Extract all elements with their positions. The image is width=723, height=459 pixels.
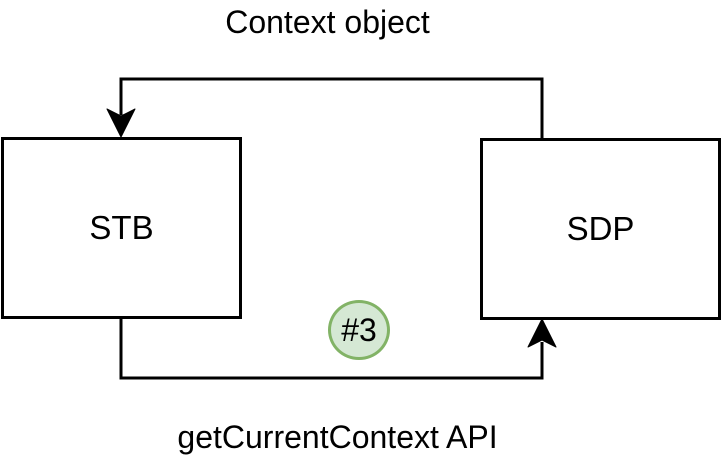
node-stb: STB (1, 137, 242, 319)
connector-context-object (106, 77, 544, 140)
connector-getcurrentcontext-line (119, 318, 544, 380)
step-badge: #3 (328, 300, 390, 360)
node-sdp-label: SDP (566, 210, 635, 247)
node-sdp: SDP (480, 138, 721, 320)
arrowhead-down-icon (106, 108, 136, 138)
step-badge-label: #3 (341, 311, 377, 348)
connector-getcurrentcontext (119, 318, 557, 380)
arrowhead-up-icon (527, 318, 557, 348)
diagram-caption: getCurrentContext API (177, 419, 498, 455)
node-stb-label: STB (89, 209, 154, 246)
connector-context-object-line (119, 77, 544, 140)
diagram-title: Context object (225, 4, 430, 40)
